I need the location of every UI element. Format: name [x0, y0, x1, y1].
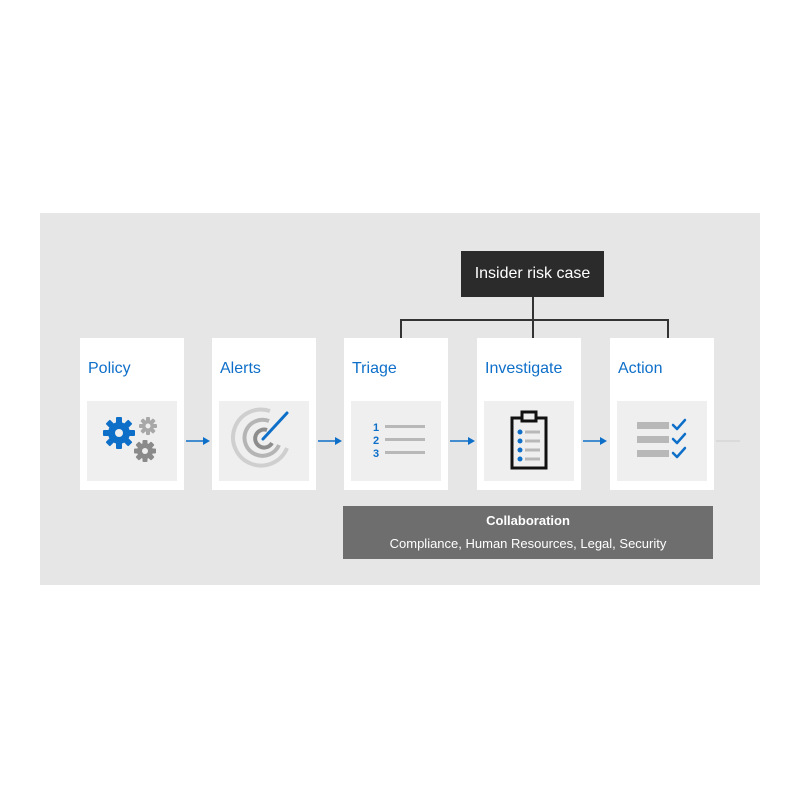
step-icon-area-policy	[87, 401, 177, 481]
step-icon-area-alerts	[219, 401, 309, 481]
collaboration-title: Collaboration	[486, 513, 570, 528]
numbered-list-icon: 1 2 3	[373, 422, 425, 460]
step-card-action: Action	[610, 338, 714, 490]
step-card-alerts: Alerts	[212, 338, 316, 490]
step-title-policy: Policy	[88, 360, 131, 377]
step-icon-area-triage: 1 2 3	[351, 401, 441, 481]
svg-text:3: 3	[373, 448, 379, 460]
step-card-triage: Triage 1 2 3	[344, 338, 448, 490]
step-card-policy: Policy	[80, 338, 184, 490]
radar-icon	[231, 407, 289, 468]
checklist-icon	[637, 418, 687, 459]
step-icon-area-investigate	[484, 401, 574, 481]
svg-text:1: 1	[373, 422, 379, 434]
clipboard-icon	[510, 410, 548, 470]
step-title-action: Action	[618, 360, 663, 377]
step-title-alerts: Alerts	[220, 360, 261, 377]
step-icon-area-action	[617, 401, 707, 481]
insider-risk-case-box: Insider risk case	[461, 251, 604, 297]
svg-text:2: 2	[373, 435, 379, 447]
collaboration-box: Collaboration Compliance, Human Resource…	[343, 506, 713, 559]
collaboration-subtitle: Compliance, Human Resources, Legal, Secu…	[389, 536, 667, 551]
step-title-triage: Triage	[352, 360, 397, 377]
insider-risk-case-label: Insider risk case	[474, 265, 591, 282]
gears-icon	[103, 417, 157, 462]
step-card-investigate: Investigate	[477, 338, 581, 490]
step-title-investigate: Investigate	[485, 360, 563, 377]
